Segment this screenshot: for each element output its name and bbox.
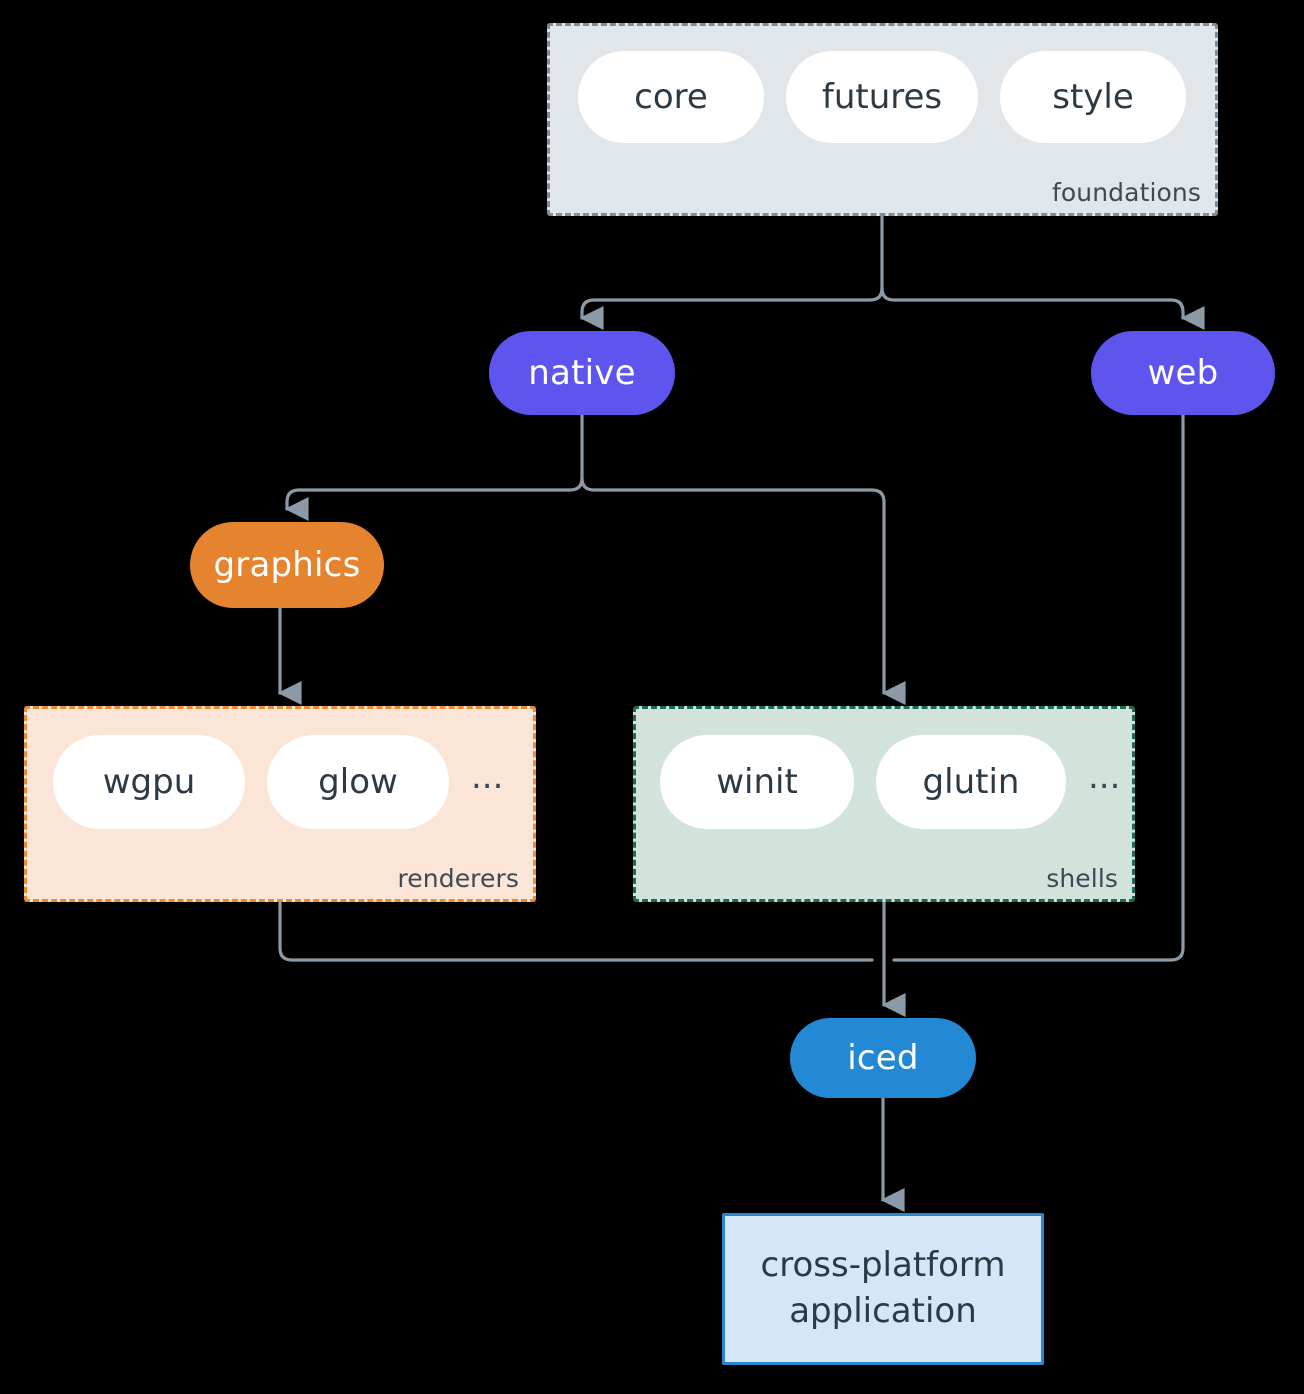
pill-glow[interactable]: glow — [267, 735, 449, 829]
node-cross-platform-application[interactable]: cross-platform application — [722, 1213, 1044, 1365]
pill-wgpu[interactable]: wgpu — [53, 735, 245, 829]
shells-items: winit glutin ... — [660, 735, 1120, 829]
group-renderers: wgpu glow ... renderers — [24, 706, 536, 902]
group-foundations: core futures style foundations — [547, 23, 1218, 216]
node-graphics[interactable]: graphics — [190, 522, 384, 608]
edge-foundations-to-web — [880, 286, 1205, 330]
pill-futures[interactable]: futures — [786, 51, 978, 143]
pill-winit[interactable]: winit — [660, 735, 854, 829]
edge-renderers-to-iced — [278, 900, 874, 962]
renderers-items: wgpu glow ... — [53, 735, 503, 829]
node-web[interactable]: web — [1091, 331, 1275, 415]
node-native[interactable]: native — [489, 331, 675, 415]
foundations-items: core futures style — [578, 51, 1186, 143]
application-line-2: application — [789, 1291, 977, 1331]
edge-foundations-to-native — [579, 286, 884, 330]
pill-core[interactable]: core — [578, 51, 764, 143]
edge-web-to-iced — [892, 413, 1185, 962]
group-shells: winit glutin ... shells — [633, 706, 1135, 902]
edge-native-to-graphics — [284, 476, 584, 521]
application-line-1: cross-platform — [760, 1245, 1006, 1286]
edge-native-to-shells — [580, 476, 906, 705]
group-label-shells: shells — [1046, 864, 1118, 893]
pill-glutin[interactable]: glutin — [876, 735, 1066, 829]
group-label-foundations: foundations — [1052, 178, 1201, 207]
shells-more-ellipsis: ... — [1088, 757, 1121, 797]
renderers-more-ellipsis: ... — [471, 757, 504, 797]
pill-style[interactable]: style — [1000, 51, 1186, 143]
group-label-renderers: renderers — [397, 864, 519, 893]
node-iced[interactable]: iced — [790, 1018, 976, 1098]
